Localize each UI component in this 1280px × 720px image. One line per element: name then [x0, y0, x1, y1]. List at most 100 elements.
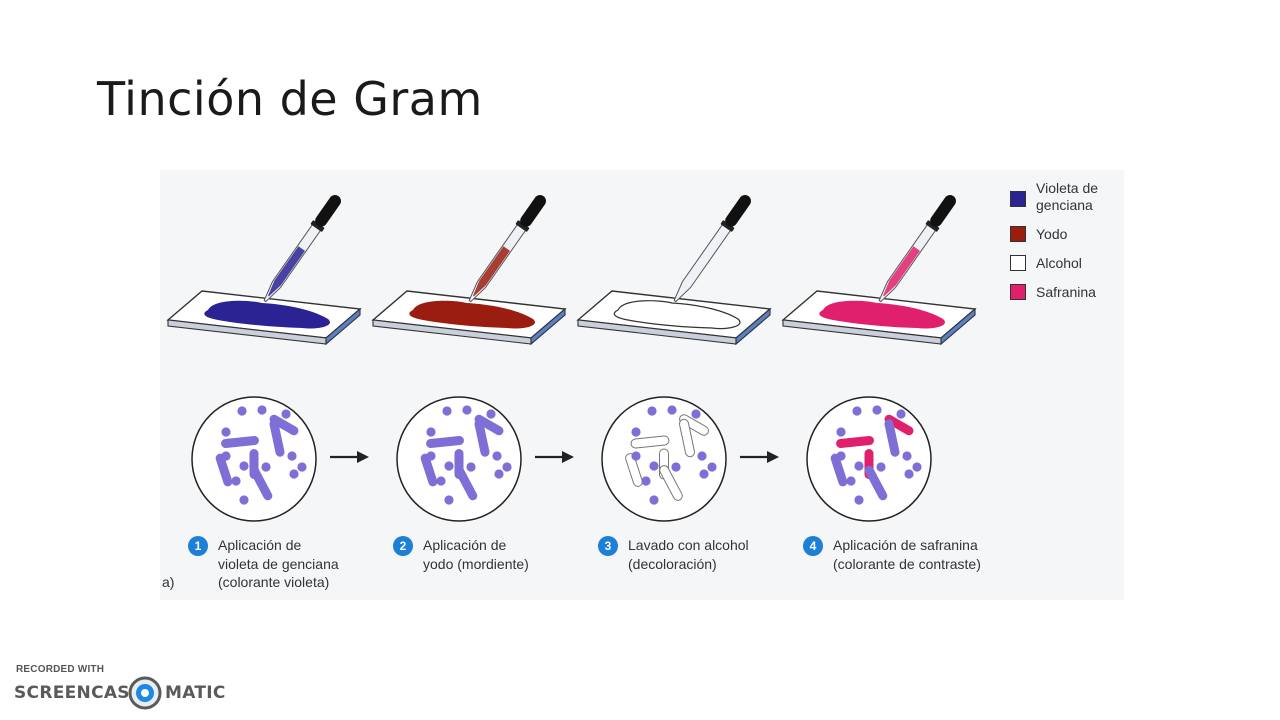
field-4-coccus	[876, 462, 886, 472]
step-4-text: Aplicación de safranina (colorante de co…	[833, 537, 981, 572]
slide-title: Tinción de Gram	[97, 72, 483, 126]
field-3-coccus	[707, 462, 717, 472]
gram-stain-illustration	[166, 195, 977, 522]
field-2-coccus	[486, 409, 496, 419]
field-4-rod	[830, 453, 848, 487]
slide-4-stain	[819, 300, 945, 329]
screencast-logo-icon	[128, 676, 162, 710]
slide-3-stain	[613, 300, 741, 330]
dropper-2	[468, 195, 546, 303]
arrow-1-head	[357, 451, 369, 463]
dropper-4-liquid	[883, 246, 920, 297]
slide-1-stain	[204, 300, 330, 329]
field-2-coccus	[442, 406, 452, 416]
field-4-coccus	[836, 427, 846, 437]
step-4-number-badge: 4	[803, 536, 823, 556]
legend-swatch-violet	[1010, 191, 1026, 207]
dropper-2-liquid	[473, 246, 510, 297]
field-1-coccus	[257, 405, 267, 415]
field-4-coccus	[912, 462, 922, 472]
field-2-coccus	[444, 495, 454, 505]
field-2-coccus	[466, 462, 476, 472]
legend-swatch-safranin	[1010, 284, 1026, 300]
panel-label: a)	[162, 574, 175, 590]
field-1-rod	[269, 419, 285, 457]
field-3-coccus	[697, 451, 707, 461]
watermark-brand-left: SCREENCAST	[14, 683, 142, 703]
field-1-coccus	[297, 462, 307, 472]
field-4-coccus	[904, 469, 914, 479]
field-4-coccus	[852, 406, 862, 416]
field-2-rod	[454, 465, 478, 501]
field-4-coccus	[902, 451, 912, 461]
field-4-coccus	[854, 461, 864, 471]
step-2-text: Aplicación de yodo (mordiente)	[423, 537, 529, 572]
watermark-brand-right: MATIC	[165, 683, 226, 703]
dropper-2-collar	[515, 220, 530, 232]
field-2-coccus	[502, 462, 512, 472]
field-1-rod	[269, 414, 299, 436]
dropper-1-collar	[310, 220, 325, 232]
field-3-rod	[659, 465, 683, 501]
slide-4-side	[940, 307, 976, 346]
field-2-rod	[420, 453, 438, 487]
step-1-number-badge: 1	[188, 536, 208, 556]
field-2-coccus	[426, 451, 436, 461]
field-1-coccus	[287, 451, 297, 461]
field-1-rod	[215, 453, 233, 487]
field-2-coccus	[436, 476, 446, 486]
field-3-coccus	[649, 495, 659, 505]
dropper-3-bulb	[725, 195, 751, 227]
dropper-4-bulb	[930, 195, 956, 227]
field-3-coccus	[641, 476, 651, 486]
field-4-coccus	[872, 405, 882, 415]
step-3-number-badge: 3	[598, 536, 618, 556]
dropper-1-liquid	[268, 246, 305, 297]
field-3-coccus	[667, 405, 677, 415]
field-3-coccus	[647, 406, 657, 416]
field-3-coccus	[691, 409, 701, 419]
field-4-rod	[836, 435, 874, 449]
field-1-coccus	[231, 476, 241, 486]
field-2-coccus	[492, 451, 502, 461]
legend-label-violet: Violeta de genciana	[1036, 180, 1099, 213]
legend-swatch-alcohol	[1010, 255, 1026, 271]
field-1-rod	[221, 435, 259, 449]
screencast-watermark: RECORDED WITH SCREENCAST MATIC	[14, 664, 234, 714]
field-4-rod	[884, 414, 914, 436]
legend-label-safranin: Safranina	[1036, 284, 1096, 300]
watermark-recorded-with: RECORDED WITH	[16, 664, 105, 675]
field-3-rod	[678, 418, 696, 458]
arrow-3-head	[767, 451, 779, 463]
dropper-3-collar	[720, 220, 735, 232]
dropper-1-bulb	[315, 195, 341, 227]
field-3-coccus	[649, 461, 659, 471]
field-2-coccus	[444, 461, 454, 471]
field-1-coccus	[239, 461, 249, 471]
dropper-3-glass	[673, 223, 732, 303]
field-4-rod	[864, 465, 888, 501]
arrow-2-head	[562, 451, 574, 463]
field-2-rod	[474, 414, 504, 436]
field-4-coccus	[854, 495, 864, 505]
step-1-text: Aplicación de violeta de genciana (color…	[218, 537, 339, 590]
field-3-rod	[630, 435, 670, 449]
dropper-2-bulb	[520, 195, 546, 227]
field-3-coccus	[699, 469, 709, 479]
field-1-coccus	[237, 406, 247, 416]
field-3-coccus	[671, 462, 681, 472]
slide-2-side	[530, 307, 566, 346]
field-3-coccus	[631, 451, 641, 461]
slide-2-stain	[409, 300, 535, 329]
field-3-rod	[625, 453, 643, 487]
dropper-4	[878, 195, 956, 303]
field-4-coccus	[846, 476, 856, 486]
step-3-text: Lavado con alcohol (decoloración)	[628, 537, 749, 572]
field-2-coccus	[494, 469, 504, 479]
gram-stain-figure: Violeta de genciana Yodo Alcohol Safrani…	[160, 170, 1124, 600]
field-1-coccus	[221, 451, 231, 461]
legend-label-iodine: Yodo	[1036, 226, 1068, 242]
legend-label-alcohol: Alcohol	[1036, 255, 1082, 271]
field-3-coccus	[631, 427, 641, 437]
field-1-coccus	[221, 427, 231, 437]
